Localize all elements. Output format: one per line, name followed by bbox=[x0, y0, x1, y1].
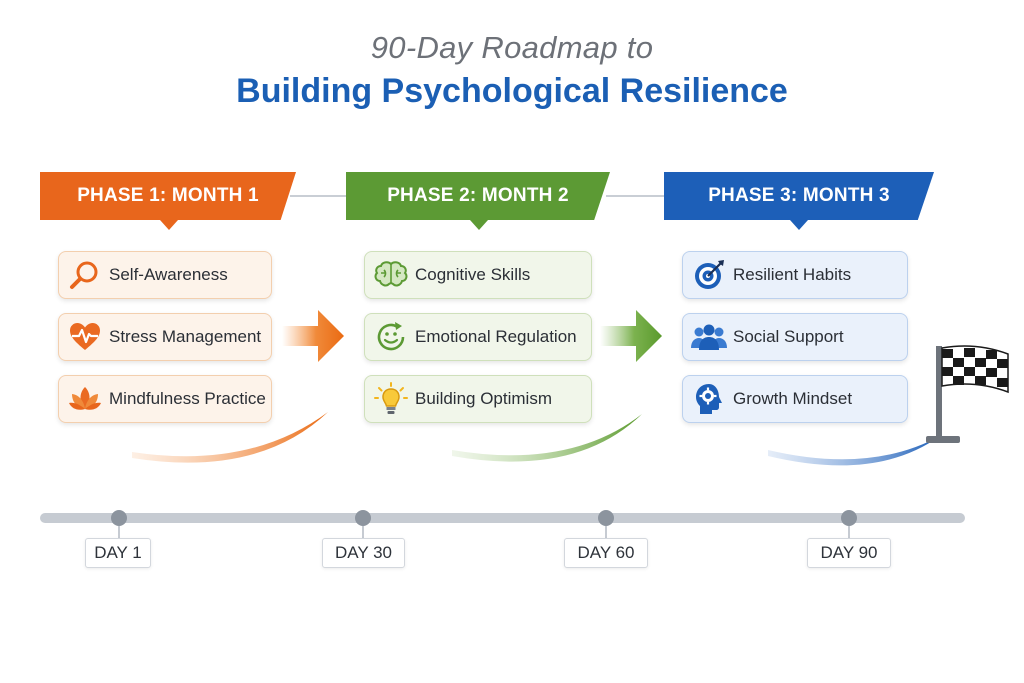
card-stress-management: Stress Management bbox=[58, 313, 272, 361]
phase-1-banner: PHASE 1: MONTH 1 bbox=[40, 172, 296, 220]
card-building-optimism: Building Optimism bbox=[364, 375, 592, 423]
card-label: Social Support bbox=[733, 327, 844, 346]
card-self-awareness: Self-Awareness bbox=[58, 251, 272, 299]
card-label: Growth Mindset bbox=[733, 389, 853, 408]
card-label: Self-Awareness bbox=[109, 265, 228, 284]
smiley-refresh-icon bbox=[373, 319, 409, 355]
banner-pointer bbox=[790, 220, 808, 230]
card-label: Mindfulness Practice bbox=[109, 389, 266, 408]
day-label-30: DAY 30 bbox=[322, 538, 405, 568]
phase-1-label: PHASE 1: MONTH 1 bbox=[77, 185, 259, 206]
timeline-track bbox=[40, 513, 965, 523]
timeline-marker bbox=[355, 510, 371, 526]
card-label: Resilient Habits bbox=[733, 265, 852, 284]
banner-pointer bbox=[160, 220, 178, 230]
phase-2-banner: PHASE 2: MONTH 2 bbox=[346, 172, 610, 220]
day-label-60: DAY 60 bbox=[564, 538, 648, 568]
day-label-90: DAY 90 bbox=[807, 538, 891, 568]
card-cognitive-skills: Cognitive Skills bbox=[364, 251, 592, 299]
timeline-marker bbox=[111, 510, 127, 526]
progress-swoosh bbox=[452, 414, 642, 462]
card-label: Cognitive Skills bbox=[415, 265, 531, 284]
card-resilient-habits: Resilient Habits bbox=[682, 251, 908, 299]
phase-2-label: PHASE 2: MONTH 2 bbox=[387, 185, 569, 206]
timeline-marker bbox=[841, 510, 857, 526]
people-icon bbox=[691, 319, 727, 355]
card-label: Building Optimism bbox=[415, 389, 552, 408]
card-label: Stress Management bbox=[109, 327, 262, 346]
transition-arrow-icon bbox=[282, 310, 344, 362]
timeline-marker bbox=[598, 510, 614, 526]
phase-3-banner: PHASE 3: MONTH 3 bbox=[664, 172, 934, 220]
target-icon bbox=[691, 257, 727, 293]
transition-arrow-icon bbox=[600, 310, 662, 362]
day-label-1: DAY 1 bbox=[85, 538, 151, 568]
phase-3-label: PHASE 3: MONTH 3 bbox=[708, 185, 890, 206]
banner-pointer bbox=[470, 220, 488, 230]
lotus-icon bbox=[67, 381, 103, 417]
card-social-support: Social Support bbox=[682, 313, 908, 361]
card-growth-mindset: Growth Mindset bbox=[682, 375, 908, 423]
page-title: Building Psychological Resilience bbox=[236, 72, 788, 110]
progress-swoosh bbox=[132, 412, 328, 463]
heartbeat-icon bbox=[67, 319, 103, 355]
card-mindfulness-practice: Mindfulness Practice bbox=[58, 375, 272, 423]
card-emotional-regulation: Emotional Regulation bbox=[364, 313, 592, 361]
card-label: Emotional Regulation bbox=[415, 327, 577, 346]
lightbulb-icon bbox=[373, 381, 409, 417]
subtitle: 90-Day Roadmap to bbox=[370, 30, 654, 65]
magnifier-icon bbox=[67, 257, 103, 293]
brain-icon bbox=[373, 257, 409, 293]
head-gear-icon bbox=[691, 381, 727, 417]
progress-swoosh bbox=[768, 436, 940, 466]
checkered-flag-icon bbox=[926, 345, 1009, 443]
